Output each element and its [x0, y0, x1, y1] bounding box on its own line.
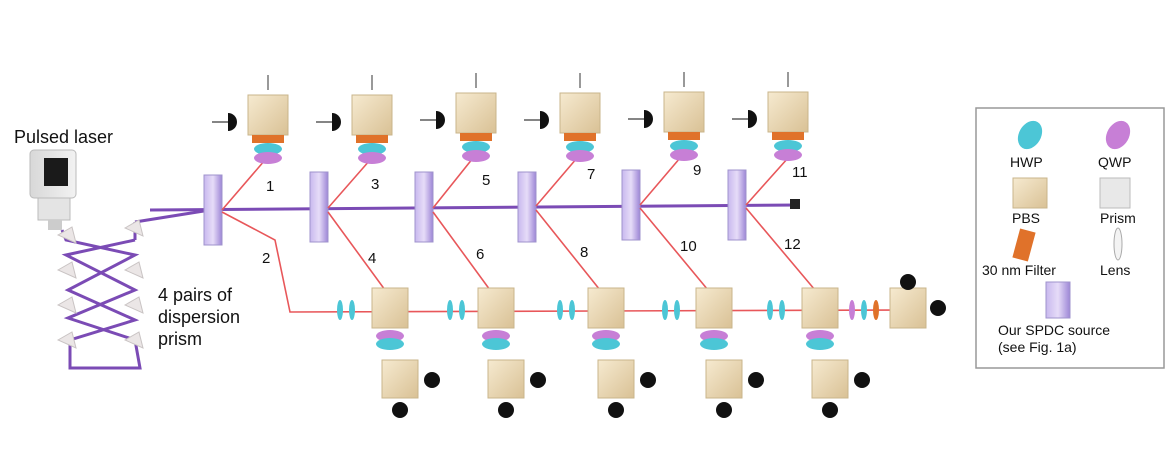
path-number-10: 10 [680, 238, 697, 255]
legend-hwp-swatch [1017, 120, 1043, 150]
path-number-4: 4 [368, 250, 377, 267]
dispersion-label-line1: 4 pairs of [158, 285, 233, 305]
legend-prism-swatch [1099, 177, 1131, 209]
legend-lens-swatch [1113, 227, 1123, 261]
path-number-2: 2 [262, 250, 271, 267]
legend-qwp-label: QWP [1098, 154, 1132, 170]
path-number-5: 5 [482, 172, 491, 189]
path-number-11: 11 [792, 164, 808, 181]
legend-pbs-label: PBS [1012, 210, 1041, 226]
dispersion-label-line2: dispersion [158, 307, 241, 327]
laser-label: Pulsed laser [14, 127, 114, 147]
line-waveplates [337, 300, 879, 320]
legend-filter-swatch [1012, 228, 1036, 262]
legend-source-swatch [1045, 281, 1071, 319]
path-number-8: 8 [580, 244, 589, 261]
path-number-12: 12 [784, 236, 801, 253]
legend-source-label-line2: (see Fig. 1a) [998, 339, 1077, 355]
path-number-1: 1 [266, 178, 275, 195]
spdc-sources [203, 169, 747, 246]
pulsed-laser [29, 149, 77, 230]
bottom-stations [371, 274, 946, 418]
path-number-3: 3 [371, 176, 380, 193]
legend-prism-label: Prism [1100, 210, 1136, 226]
legend-filter-label: 30 nm Filter [982, 262, 1056, 278]
legend-qwp-swatch [1105, 120, 1131, 150]
legend-lens-label: Lens [1100, 262, 1131, 278]
pump-beam [149, 199, 801, 212]
path-number-6: 6 [476, 246, 485, 263]
legend-graphics [975, 107, 1165, 369]
top-stations [211, 72, 809, 164]
legend-pbs-swatch [1012, 177, 1048, 209]
path-number-9: 9 [693, 162, 702, 179]
dispersion-prisms [56, 208, 211, 370]
dispersion-label-line3: prism [158, 329, 202, 349]
legend-hwp-label: HWP [1010, 154, 1043, 170]
path-number-7: 7 [587, 166, 596, 183]
legend-source-label-line1: Our SPDC source [998, 322, 1111, 338]
